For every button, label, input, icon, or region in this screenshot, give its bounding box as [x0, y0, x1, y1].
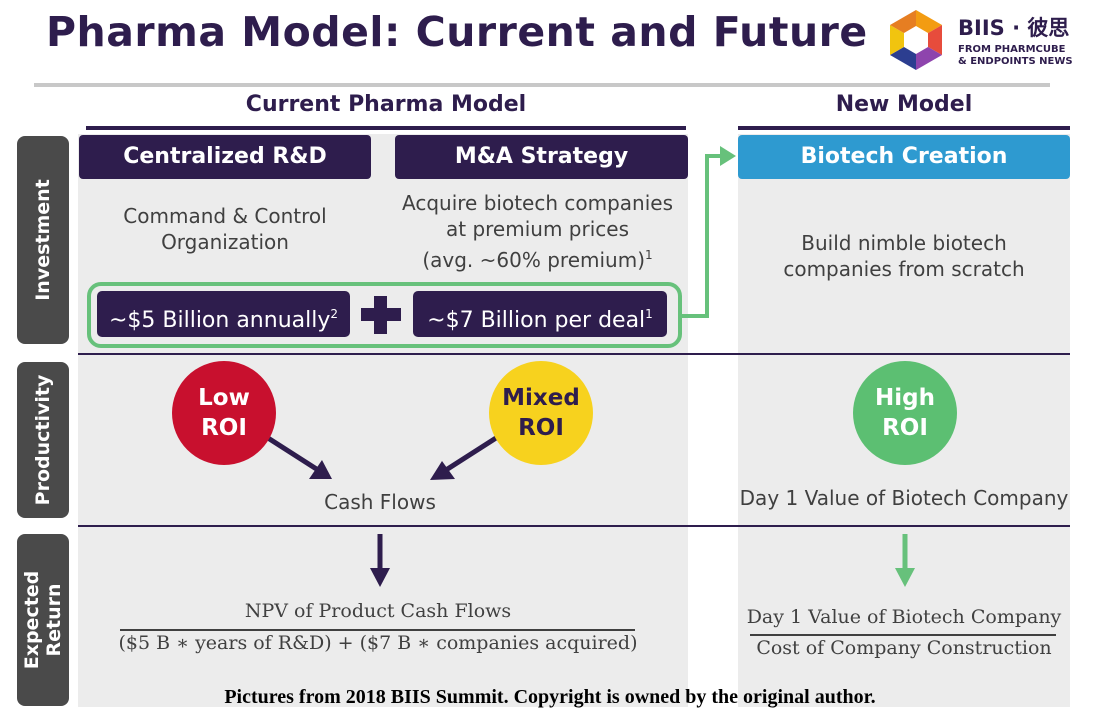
centralized-amount-footnote: 2 [330, 307, 339, 321]
current-return-numerator: NPV of Product Cash Flows [244, 600, 512, 622]
ma-amount-box: ~$7 Billion per deal1 [413, 291, 667, 337]
ma-desc-line-1: Acquire biotech companies [402, 191, 673, 215]
biotech-desc-line-2: companies from scratch [783, 257, 1025, 281]
new-return-arrow [895, 534, 915, 587]
green-connector-arrow [682, 146, 736, 318]
row-separator-2 [78, 525, 1070, 527]
ma-desc-line-3: (avg. ~60% premium)1 [385, 242, 690, 273]
centralized-desc-line-1: Command & Control [123, 204, 327, 228]
centralized-rd-description: Command & Control Organization [79, 203, 371, 255]
hexagon-logo-icon [890, 10, 942, 70]
ma-desc-line-2: at premium prices [446, 217, 629, 241]
logo-tagline-line-1: FROM PHARMCUBE [958, 44, 1066, 55]
new-return-denominator: Cost of Company Construction [756, 637, 1052, 659]
ma-strategy-header: M&A Strategy [395, 135, 688, 179]
mixed-roi-label: Mixed ROI [502, 385, 580, 441]
high-roi-label: High ROI [875, 385, 935, 441]
row-label-productivity: Productivity [17, 362, 69, 518]
ma-amount: ~$7 Billion per deal [427, 308, 646, 333]
new-return-numerator: Day 1 Value of Biotech Company [746, 606, 1062, 628]
ma-amount-footnote: 1 [645, 307, 653, 321]
mixed-roi-arrow [430, 435, 498, 480]
biis-logo: BIIS · 彼思 FROM PHARMCUBE & ENDPOINTS NEW… [868, 0, 1080, 80]
centralized-desc-line-2: Organization [161, 230, 289, 254]
current-return-arrow [370, 534, 390, 587]
new-model-rule [738, 126, 1070, 130]
current-model-heading: Current Pharma Model [245, 92, 527, 117]
title-divider [34, 83, 1050, 87]
row-separator-1 [78, 353, 1070, 355]
logo-tagline: FROM PHARMCUBE & ENDPOINTS NEWS [958, 44, 1073, 68]
low-roi-circle: Low ROI [172, 361, 276, 465]
new-fraction-line [750, 634, 1056, 636]
page-title: Pharma Model: Current and Future [46, 8, 868, 56]
copyright-footer: Pictures from 2018 BIIS Summit. Copyrigh… [224, 686, 876, 708]
biotech-creation-header: Biotech Creation [738, 135, 1070, 179]
logo-tagline-line-2: & ENDPOINTS NEWS [958, 56, 1073, 67]
plus-icon [361, 296, 401, 334]
logo-brand-name: BIIS · 彼思 [958, 16, 1070, 40]
new-model-heading: New Model [835, 92, 973, 117]
current-return-denominator: ($5 B ∗ years of R&D) + ($7 B ∗ companie… [118, 632, 638, 654]
day1-value-label: Day 1 Value of Biotech Company [739, 486, 1069, 510]
ma-desc-premium: (avg. ~60% premium) [422, 248, 645, 272]
low-roi-arrow [266, 435, 332, 479]
centralized-amount: ~$5 Billion annually [108, 308, 331, 333]
centralized-amount-box: ~$5 Billion annually2 [97, 291, 350, 337]
ma-strategy-description: Acquire biotech companies at premium pri… [385, 190, 690, 273]
current-model-rule [86, 126, 686, 130]
centralized-rd-header: Centralized R&D [79, 135, 371, 179]
high-roi-circle: High ROI [853, 361, 957, 465]
cash-flows-label: Cash Flows [324, 490, 436, 514]
biotech-desc-line-1: Build nimble biotech [801, 231, 1007, 255]
ma-desc-footnote: 1 [645, 248, 653, 262]
biotech-creation-description: Build nimble biotech companies from scra… [738, 230, 1070, 282]
investment-total-frame [87, 282, 682, 348]
current-fraction-line [120, 629, 635, 631]
row-label-investment: Investment [17, 136, 69, 344]
low-roi-label: Low ROI [198, 385, 250, 441]
mixed-roi-circle: Mixed ROI [489, 361, 593, 465]
